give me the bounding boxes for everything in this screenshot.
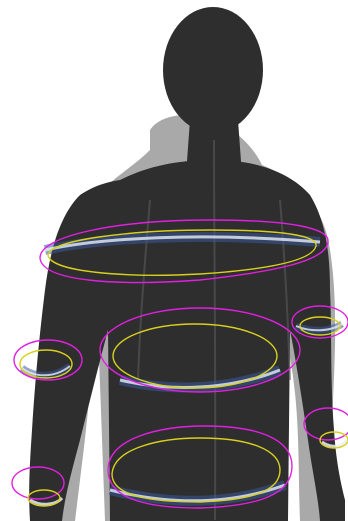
head <box>163 7 263 133</box>
